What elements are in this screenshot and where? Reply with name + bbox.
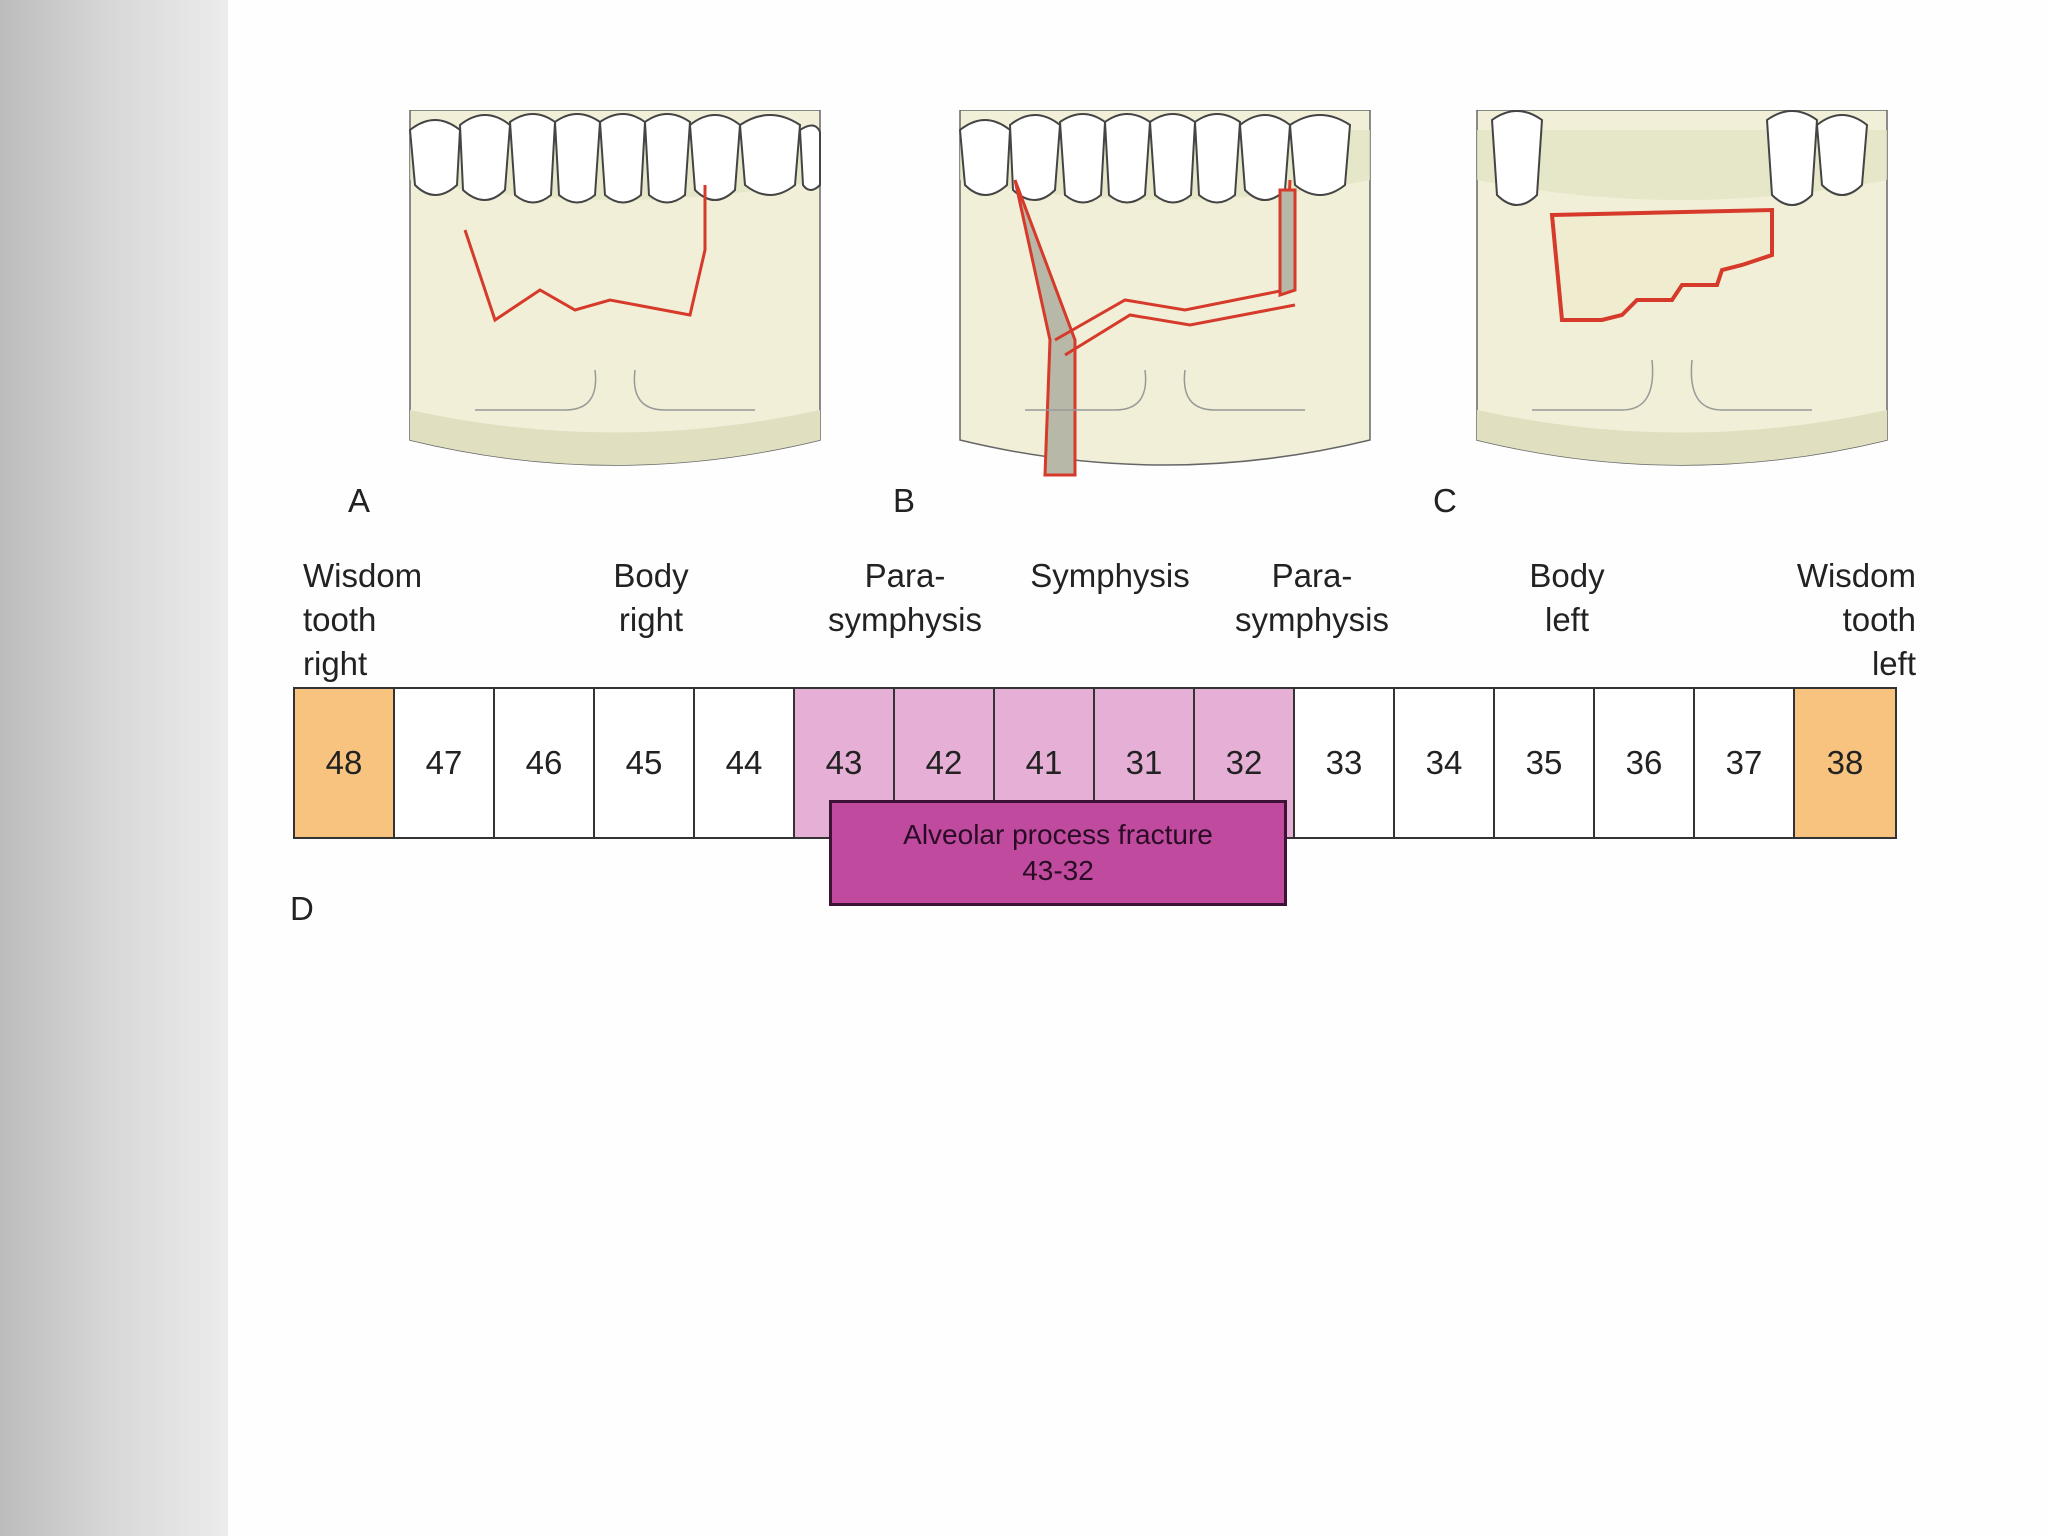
region-label-para-symphysis-right: Para- symphysis bbox=[827, 557, 983, 638]
jaw-illustration-a bbox=[405, 110, 825, 500]
tooth-cell-36: 36 bbox=[1595, 689, 1695, 837]
panel-label-a: A bbox=[348, 482, 371, 519]
slide-side-strip bbox=[0, 0, 228, 1536]
fracture-box-range: 43-32 bbox=[1022, 855, 1094, 886]
panel-label-b: B bbox=[893, 482, 916, 519]
tooth-cell-37: 37 bbox=[1695, 689, 1795, 837]
tooth-cell-48: 48 bbox=[295, 689, 395, 837]
region-label-body-left: Body left bbox=[1529, 557, 1605, 638]
jaw-illustration-c bbox=[1472, 110, 1892, 500]
region-label-wisdom-tooth-right: Wisdom tooth right bbox=[303, 557, 423, 682]
region-label-wisdom-tooth-left: Wisdom tooth left bbox=[1796, 557, 1916, 682]
panel-label-c: C bbox=[1433, 482, 1457, 519]
region-label-body-right: Body right bbox=[613, 557, 689, 638]
panel-label-d: D bbox=[290, 890, 314, 927]
tooth-cell-35: 35 bbox=[1495, 689, 1595, 837]
tooth-cell-45: 45 bbox=[595, 689, 695, 837]
region-label-para-symphysis-left: Para- symphysis bbox=[1234, 557, 1390, 638]
tooth-cell-47: 47 bbox=[395, 689, 495, 837]
tooth-cell-38: 38 bbox=[1795, 689, 1895, 837]
tooth-cell-46: 46 bbox=[495, 689, 595, 837]
alveolar-fracture-box: Alveolar process fracture 43-32 bbox=[829, 800, 1287, 906]
tooth-cell-33: 33 bbox=[1295, 689, 1395, 837]
fracture-box-title: Alveolar process fracture bbox=[903, 819, 1213, 850]
tooth-cell-34: 34 bbox=[1395, 689, 1495, 837]
tooth-cell-44: 44 bbox=[695, 689, 795, 837]
jaw-illustration-b bbox=[955, 110, 1375, 500]
region-label-symphysis: Symphysis bbox=[1030, 557, 1190, 594]
